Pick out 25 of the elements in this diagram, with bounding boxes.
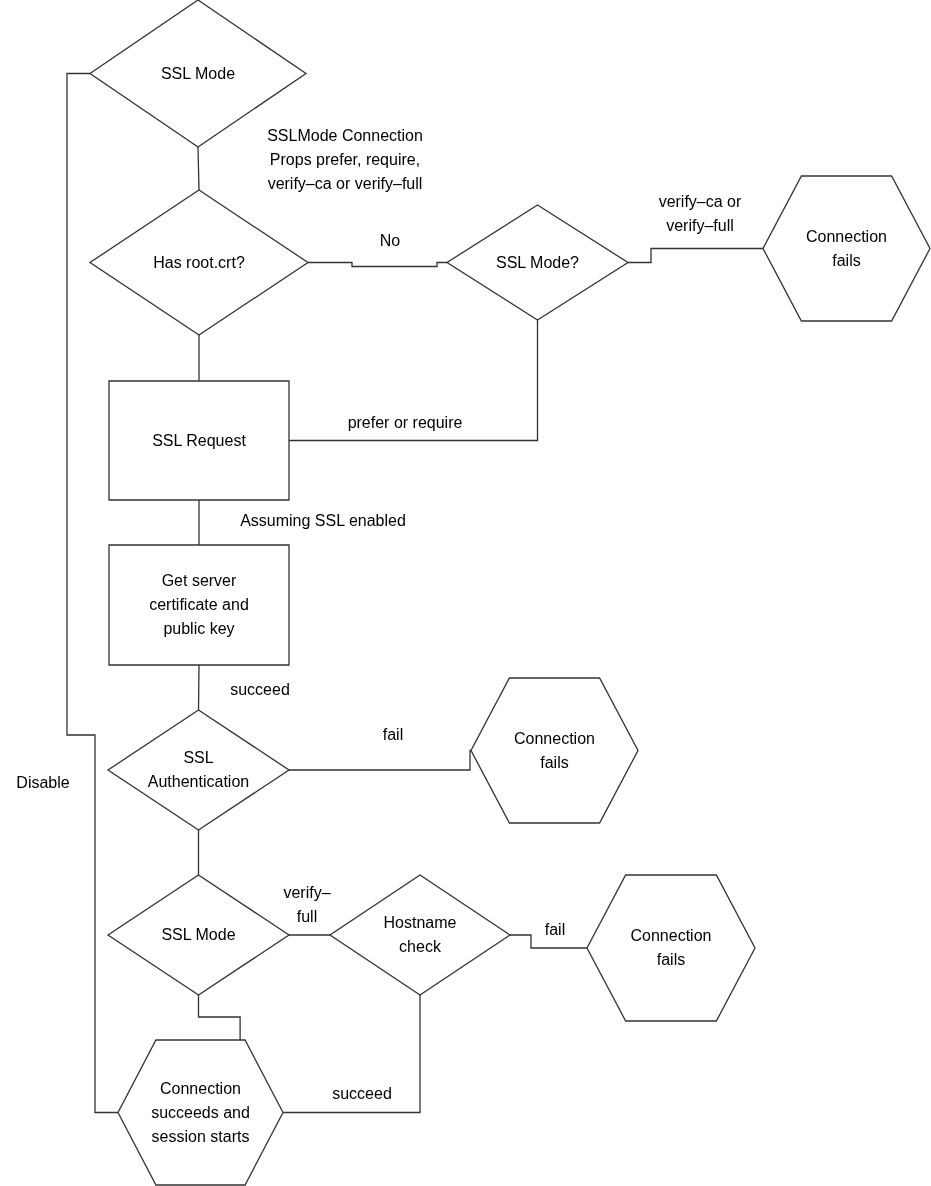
connector-line (198, 334, 200, 382)
node-text: Connection succeeds and session starts (150, 1078, 251, 1147)
node-text: Get server certificate and public key (148, 571, 250, 639)
connector-line (509, 934, 588, 949)
node-text: Connection fails (513, 728, 596, 773)
connector-line (197, 146, 200, 191)
connector-line (288, 934, 331, 936)
node-text: SSL Request (151, 430, 247, 451)
connector-line (288, 749, 472, 771)
node-text: Has root.crt? (152, 252, 246, 273)
node-text: Connection fails (805, 226, 888, 271)
node-text: Hostname check (382, 913, 458, 957)
connector-line (627, 247, 764, 264)
node-text: SSL Authentication (146, 748, 251, 792)
node-text: SSL Mode (160, 925, 237, 945)
connector-line (282, 994, 421, 1114)
connector-line (197, 829, 200, 876)
connector-line (198, 499, 200, 546)
connector-line (197, 664, 200, 711)
node-text: SSL Mode (159, 63, 237, 84)
node-text: SSL Mode? (495, 252, 580, 273)
connector-line (307, 261, 448, 268)
connector-line (66, 72, 119, 1114)
node-text: Connection fails (629, 926, 713, 970)
connector-line (197, 994, 241, 1041)
